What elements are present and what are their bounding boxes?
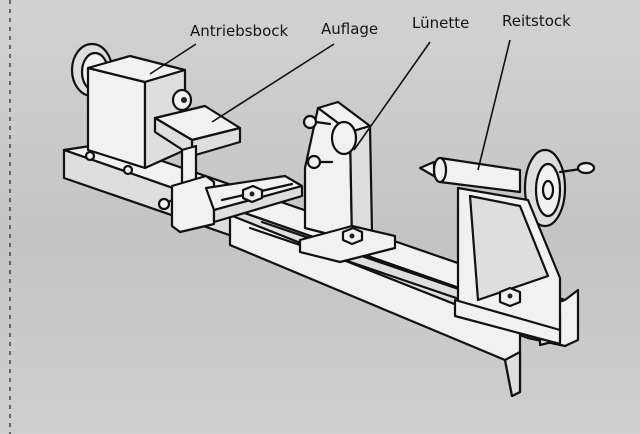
label-antriebsbock: Antriebsbock: [190, 22, 288, 40]
label-reitstock: Reitstock: [502, 12, 571, 30]
leader-lines: [149, 39, 511, 171]
steady-rest: [298, 100, 397, 264]
tool-rest: [153, 104, 304, 234]
headstock: [70, 42, 193, 170]
tailstock: [418, 148, 596, 346]
label-auflage: Auflage: [321, 20, 378, 38]
label-luenette: Lünette: [412, 14, 469, 32]
